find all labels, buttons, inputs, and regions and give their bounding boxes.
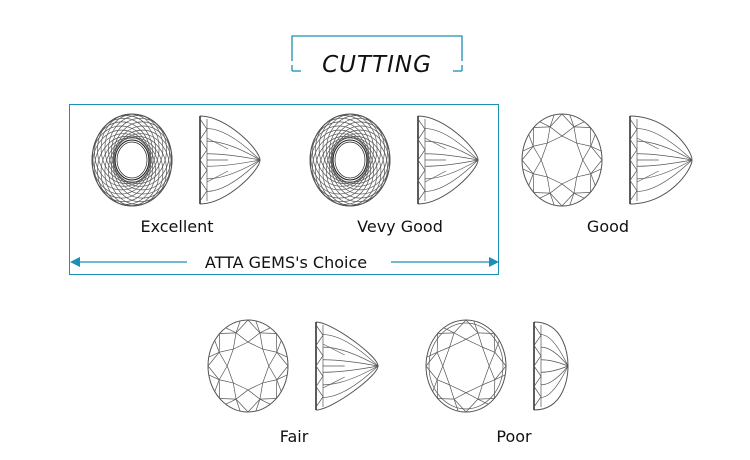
choice-label: ATTA GEMS's Choice (190, 253, 382, 272)
choice-arrow (70, 257, 499, 267)
grade-label-good: Good (586, 217, 630, 236)
page-title: CUTTING (322, 52, 432, 78)
grade-label-fair: Fair (279, 427, 309, 446)
choice-box (69, 104, 499, 275)
gem-poor (425, 319, 569, 413)
gem-good (521, 113, 693, 207)
gem-fair (207, 319, 379, 413)
gem-very-good (309, 113, 479, 207)
grade-label-poor: Poor (496, 427, 532, 446)
grade-label-very-good: Vevy Good (357, 217, 443, 236)
title-frame (291, 35, 463, 72)
grade-label-excellent: Excellent (140, 217, 214, 236)
gem-excellent (91, 113, 261, 207)
